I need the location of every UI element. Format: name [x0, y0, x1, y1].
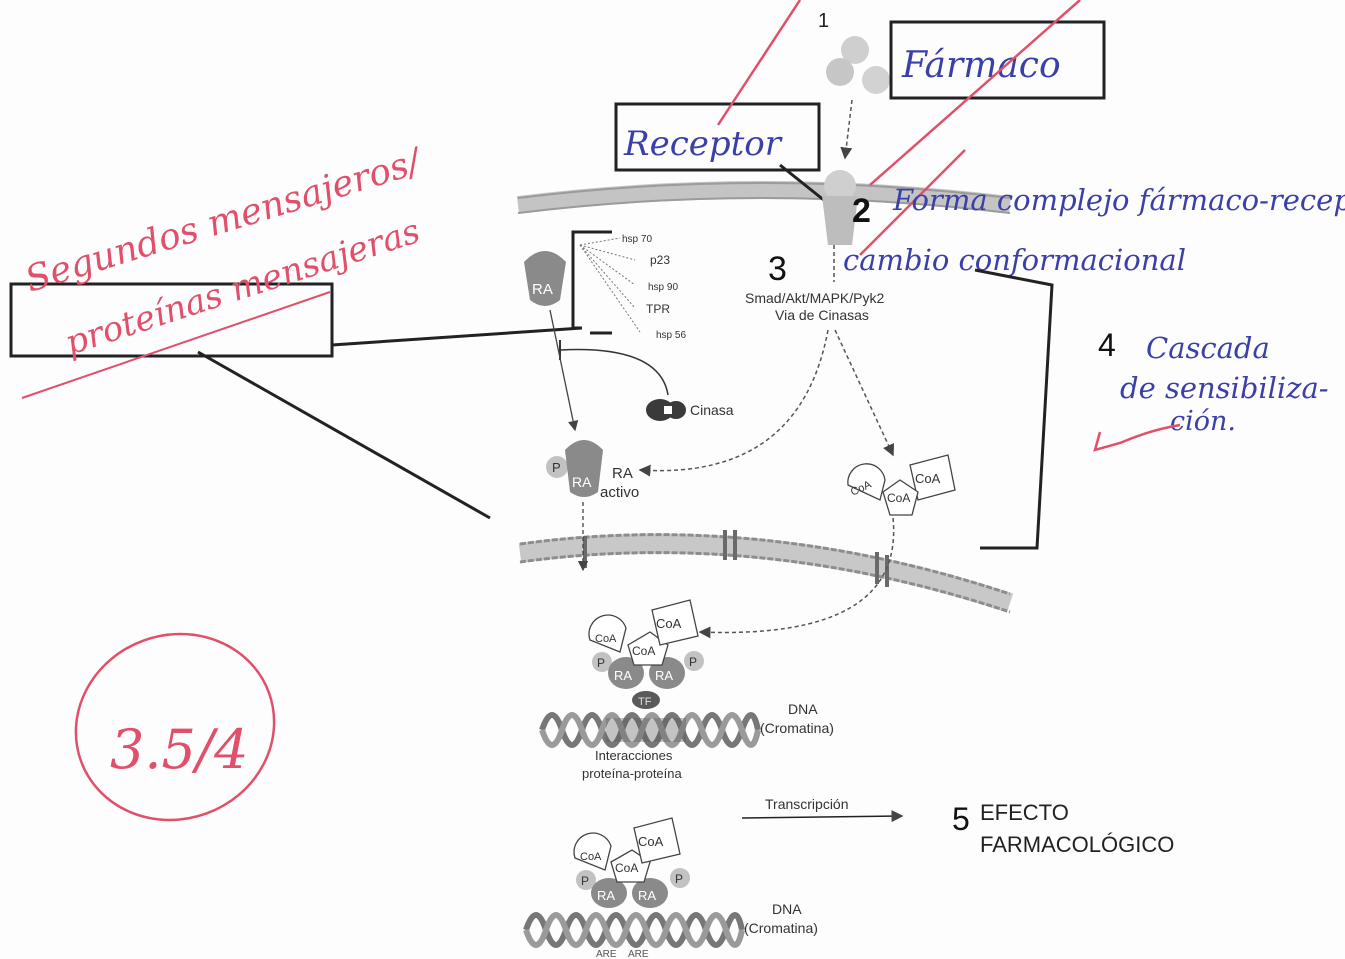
left-box-connector [331, 326, 583, 347]
receptor-box-label: Receptor [623, 124, 783, 164]
dna-helix-1 [539, 712, 761, 748]
step-4-note-line1: Cascada [1146, 331, 1270, 365]
are-label-right: ARE [628, 949, 649, 959]
empty-box-pointer [197, 350, 491, 520]
chaperone-list: hsp 70 p23 hsp 90 TPR hsp 56 [579, 234, 686, 341]
nuclear-membrane [518, 530, 1014, 614]
interaction-label-line1: Interacciones [595, 748, 673, 763]
ra-activation-arrow [549, 309, 579, 432]
complex1-ra-right: RA [655, 668, 673, 683]
dna-helix-2 [523, 912, 745, 948]
red-strike-3 [859, 149, 966, 256]
complex1-ra-left: RA [614, 668, 632, 683]
step-4-bracket [974, 268, 1054, 550]
step-5-number: 5 [952, 801, 970, 837]
nuclear-complex-2: P P RA RA CoA CoA CoA [573, 817, 690, 908]
red-check-mark [1093, 423, 1181, 452]
dna-1-label-line1: DNA [788, 701, 818, 717]
complex2-coa-2: CoA [615, 861, 638, 875]
chaperone-hsp70: hsp 70 [622, 234, 652, 245]
complex2-ra-left: RA [597, 888, 615, 903]
red-strike-1 [716, 0, 802, 126]
ra-active-text-line2: activo [600, 484, 639, 501]
coactivator-group-cytoplasm: CoA CoA CoA [847, 454, 956, 516]
receptor-pointer [779, 163, 831, 207]
ra-active-label: RA [572, 474, 592, 490]
pathway-to-ra-arrow [638, 329, 829, 477]
complex1-coa-3: CoA [656, 616, 682, 631]
complex1-coa-2: CoA [632, 644, 655, 658]
complex1-p-left: P [597, 656, 605, 670]
interaction-label-line2: proteína-proteína [582, 766, 683, 781]
are-label-left: ARE [596, 949, 617, 959]
transcription-arrow [741, 810, 904, 823]
cell-membrane [516, 181, 1012, 214]
drug-box-label: Fármaco [901, 45, 1061, 86]
ra-active-text-line1: RA [612, 465, 633, 482]
red-strike-left [21, 291, 331, 399]
pathway-to-coa-arrow [834, 329, 895, 457]
red-strike-2 [869, 0, 1081, 186]
nuclear-complex-1: P P RA RA TF CoA CoA CoA [588, 599, 704, 709]
chaperone-bracket [571, 230, 612, 330]
coa-label-3: CoA [887, 491, 910, 505]
complex2-coa-3: CoA [638, 834, 664, 849]
grade-text: 3.5/4 [110, 718, 248, 781]
kinase-icon [646, 399, 686, 421]
empty-answer-box [9, 282, 334, 358]
effect-line1: EFECTO [980, 800, 1069, 825]
step-1-number: 1 [818, 10, 829, 32]
step-2-note-line1: Forma complejo fármaco-recept [892, 183, 1345, 217]
complex1-tf: TF [638, 696, 652, 708]
androgen-receptor-active: P RA [546, 440, 603, 497]
effect-line2: FARMACOLÓGICO [980, 832, 1174, 857]
step-3-number: 3 [768, 250, 787, 288]
chaperone-hsp56: hsp 56 [656, 330, 686, 341]
membrane-receptor [822, 170, 858, 245]
coa-to-nucleus-arrow [698, 517, 895, 639]
complex2-coa-1: CoA [580, 851, 602, 863]
kinase-path-line1: Smad/Akt/MAPK/Pyk2 [745, 290, 884, 306]
kinase-label: Cinasa [690, 402, 734, 418]
step-2-number: 2 [852, 192, 871, 230]
ra-label: RA [532, 281, 553, 298]
complex1-p-right: P [689, 655, 697, 669]
dna-1-label-line2: (Cromatina) [760, 720, 834, 736]
drug-box [889, 20, 1106, 100]
kinase-path-line2: Via de Cinasas [775, 307, 869, 323]
grade-circle [74, 632, 276, 822]
kinase-inhibition-arc [559, 348, 669, 396]
dna-2-label-line2: (Cromatina) [744, 920, 818, 936]
step-2-note-line2: cambio conformacional [843, 243, 1186, 277]
complex2-ra-right: RA [638, 888, 656, 903]
drug-molecules [826, 36, 890, 94]
coa-label-2: CoA [915, 471, 941, 486]
step-4-note-line2: de sensibiliza- [1120, 371, 1329, 405]
transcription-label: Transcripción [765, 796, 849, 812]
chaperone-tpr: TPR [646, 302, 670, 316]
drug-to-receptor-arrow [840, 99, 853, 160]
phospho-label: P [552, 460, 561, 475]
step-4-note-line3: ción. [1170, 406, 1236, 437]
complex2-p-right: P [675, 872, 683, 886]
androgen-receptor-inactive: RA [524, 251, 566, 306]
complex2-p-left: P [581, 874, 589, 888]
chaperone-hsp90: hsp 90 [648, 282, 678, 293]
dna-2-label-line1: DNA [772, 901, 802, 917]
step-4-number: 4 [1098, 327, 1116, 363]
chaperone-p23: p23 [650, 253, 670, 267]
receptor-box [614, 102, 821, 172]
complex1-coa-1: CoA [595, 633, 617, 645]
